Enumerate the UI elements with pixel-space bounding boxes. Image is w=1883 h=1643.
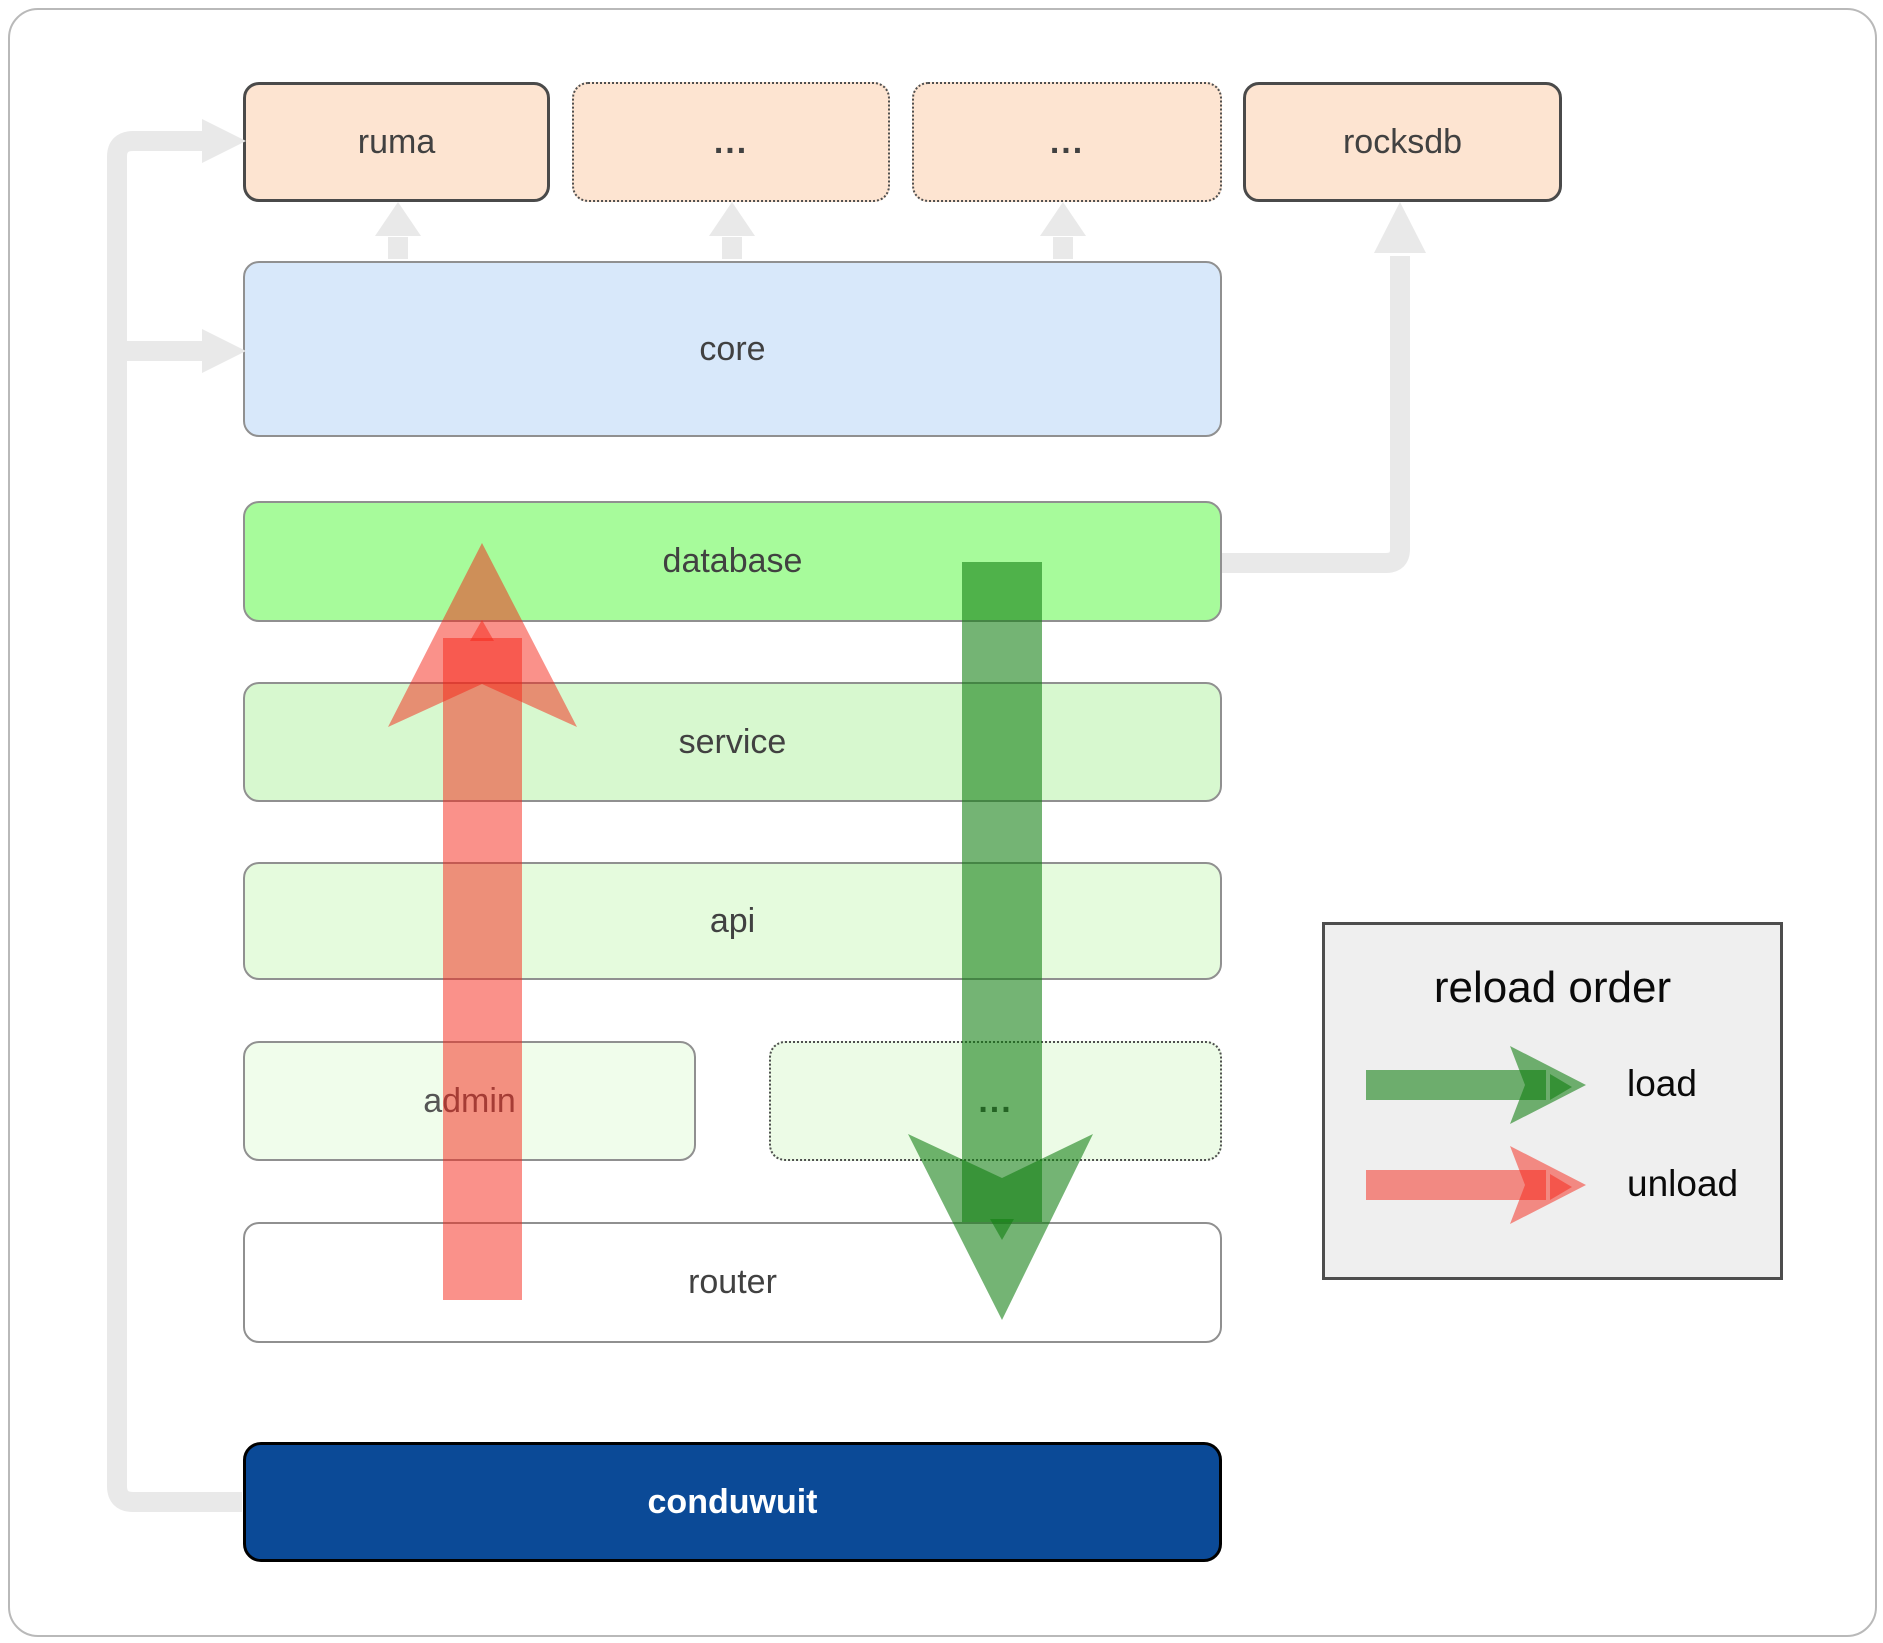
node-conduwuit: conduwuit (243, 1442, 1222, 1562)
diagram-frame (8, 8, 1877, 1637)
legend-load-label: load (1627, 1063, 1697, 1104)
node-service-label: service (678, 722, 787, 761)
node-api: api (243, 862, 1222, 980)
node-ellipsis-top-1: ... (572, 82, 890, 202)
legend-unload-label: unload (1627, 1163, 1739, 1204)
node-router: router (243, 1222, 1222, 1343)
node-database-label: database (662, 542, 803, 580)
node-ruma: ruma (243, 82, 550, 202)
node-ellipsis-top-1-label: ... (713, 122, 749, 161)
legend-reload-order: reload order load unload (1322, 922, 1783, 1280)
node-database: database (243, 501, 1222, 622)
node-rocksdb-label: rocksdb (1342, 122, 1463, 161)
node-conduwuit-label: conduwuit (647, 1482, 818, 1521)
node-api-label: api (709, 901, 756, 940)
node-admin: admin (243, 1041, 696, 1161)
legend-title: reload order (1433, 963, 1672, 1012)
node-admin-label: admin (423, 1081, 516, 1120)
node-service: service (243, 682, 1222, 802)
node-core: core (243, 261, 1222, 437)
unload-arrow-icon (1366, 1146, 1586, 1224)
node-ruma-label: ruma (357, 122, 436, 161)
node-ellipsis-admin-row: ... (769, 1041, 1222, 1161)
node-router-label: router (688, 1263, 777, 1301)
load-arrow-icon (1366, 1046, 1586, 1124)
node-core-label: core (699, 329, 766, 368)
node-ellipsis-admin-row-label: ... (978, 1081, 1013, 1120)
node-ellipsis-top-2: ... (912, 82, 1222, 202)
node-ellipsis-top-2-label: ... (1049, 122, 1085, 161)
node-rocksdb: rocksdb (1243, 82, 1562, 202)
